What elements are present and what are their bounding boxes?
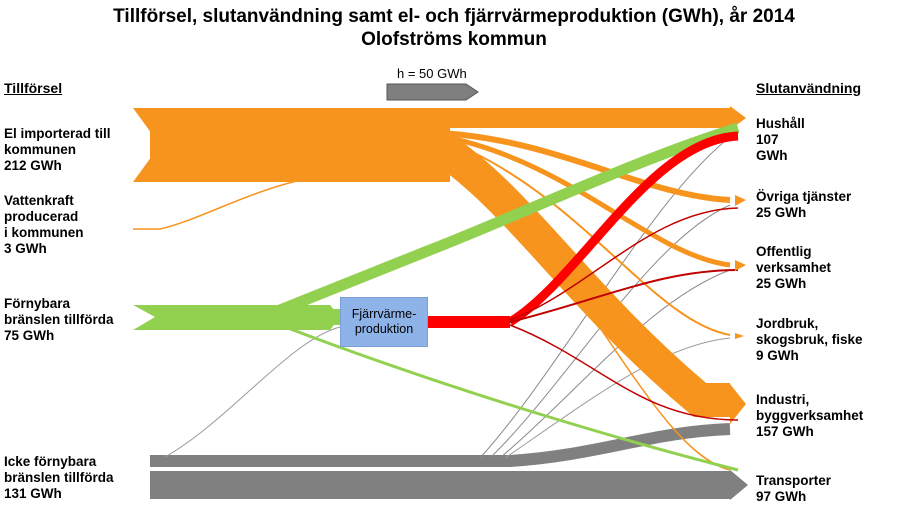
supply-heading: Tillförsel <box>4 80 63 96</box>
flow-electricity-industry <box>150 130 730 417</box>
flow-renewable-source <box>133 305 340 330</box>
scale-arrow <box>386 83 479 101</box>
scale-label: h = 50 GWh <box>397 66 467 81</box>
flow-heating-services <box>509 207 739 321</box>
arrowhead-services <box>735 195 746 206</box>
flow-industry-arrowhead <box>730 384 746 424</box>
flow-electricity-services <box>439 130 731 203</box>
flow-electricity-public <box>439 133 731 268</box>
box-line-2: produktion <box>354 322 414 336</box>
arrowhead-public <box>735 260 746 271</box>
flow-renewable-household <box>277 122 740 316</box>
flow-hydro <box>133 177 311 230</box>
flow-nonrenewable-industry <box>150 423 731 467</box>
chart-title: Tillförsel, slutanvändning samt el- och … <box>113 6 795 27</box>
flow-heating-industry <box>509 324 739 421</box>
arrowhead-agriculture <box>735 333 744 339</box>
flow-renewable-transport <box>279 323 739 472</box>
flow-electricity-source <box>133 108 450 182</box>
end-use-heading: Slutanvändning <box>756 80 861 96</box>
chart-subtitle: Olofströms kommun <box>361 29 547 50</box>
flow-electricity-transport <box>439 139 731 471</box>
flow-heating-household <box>507 131 739 326</box>
flow-nonrenewable-thin-4 <box>504 337 731 459</box>
flow-nonrenewable-to-heating <box>164 326 341 458</box>
district-heating-box: Fjärrvärme- produktion <box>340 297 428 347</box>
flow-electricity-agriculture <box>439 137 731 336</box>
flow-heating-public <box>509 269 739 323</box>
box-line-1: Fjärrvärme- <box>351 307 417 321</box>
arrowhead-transport <box>730 470 748 500</box>
